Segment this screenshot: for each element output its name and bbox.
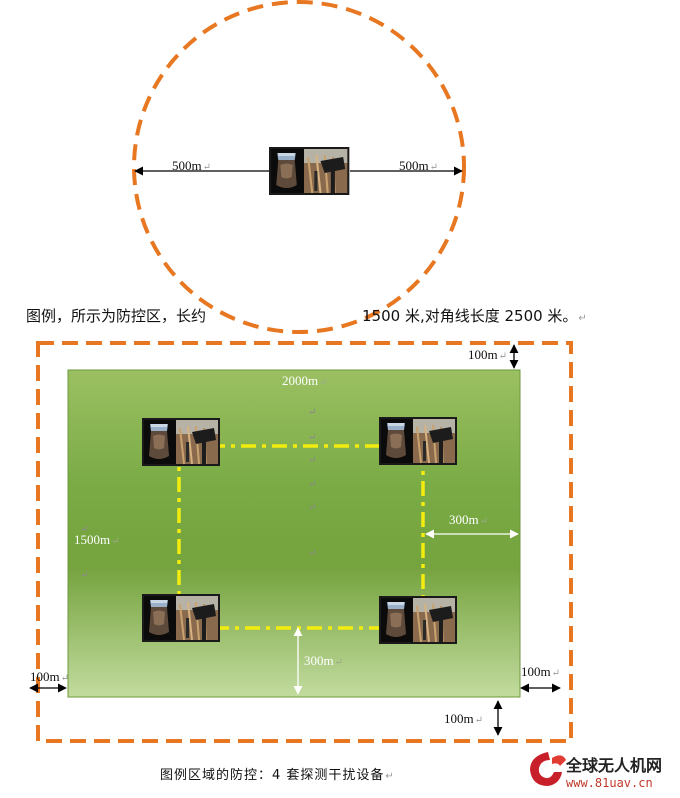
bottom-margin-label: 100m↵ [444, 711, 484, 726]
paragraph-mark: ↵ [308, 479, 317, 490]
paragraph-mark: ↵ [308, 455, 317, 466]
left-margin-label: 100m↵ [30, 669, 70, 684]
bottom-offset-label: 300m↵ [304, 653, 344, 668]
paragraph-mark: ↵ [308, 407, 317, 418]
paragraph-mark: ↵ [80, 570, 89, 581]
width-label: 2000m↵ [282, 373, 328, 388]
legend-text-start: 图例，所示为防控区，长约 [26, 307, 207, 325]
device-bottom-right-icon [378, 595, 458, 645]
right-margin-label: 100m↵ [521, 664, 561, 679]
center-radar-device-icon [267, 145, 351, 197]
protection-radius-circle [132, 0, 466, 334]
outer-boundary [36, 341, 573, 743]
top-protection-diagram [132, 0, 466, 334]
watermark-logo-icon [530, 752, 566, 786]
height-label: 1500m↵ [74, 532, 120, 547]
diagram-caption: 图例区域的防控：4 套探测干扰设备↵ [160, 768, 395, 783]
right-radius-label: 500m↵ [399, 158, 439, 173]
paragraph-mark: ↵ [308, 548, 317, 559]
device-top-left-icon [141, 417, 221, 467]
device-bottom-left-icon [141, 593, 221, 643]
legend-text-end: 1500 米,对角线长度 2500 米。↵ [362, 307, 587, 325]
main-protection-diagram [29, 341, 573, 743]
top-margin-label: 100m↵ [468, 347, 508, 362]
watermark-url: www.81uav.cn [566, 776, 653, 790]
paragraph-mark: ↵ [80, 524, 89, 535]
paragraph-mark: ↵ [308, 432, 317, 443]
device-top-right-icon [378, 416, 458, 466]
right-offset-label: 300m↵ [449, 512, 489, 527]
left-radius-label: 500m↵ [172, 158, 212, 173]
watermark-name: 全球无人机网 [566, 756, 663, 775]
paragraph-mark: ↵ [308, 502, 317, 513]
